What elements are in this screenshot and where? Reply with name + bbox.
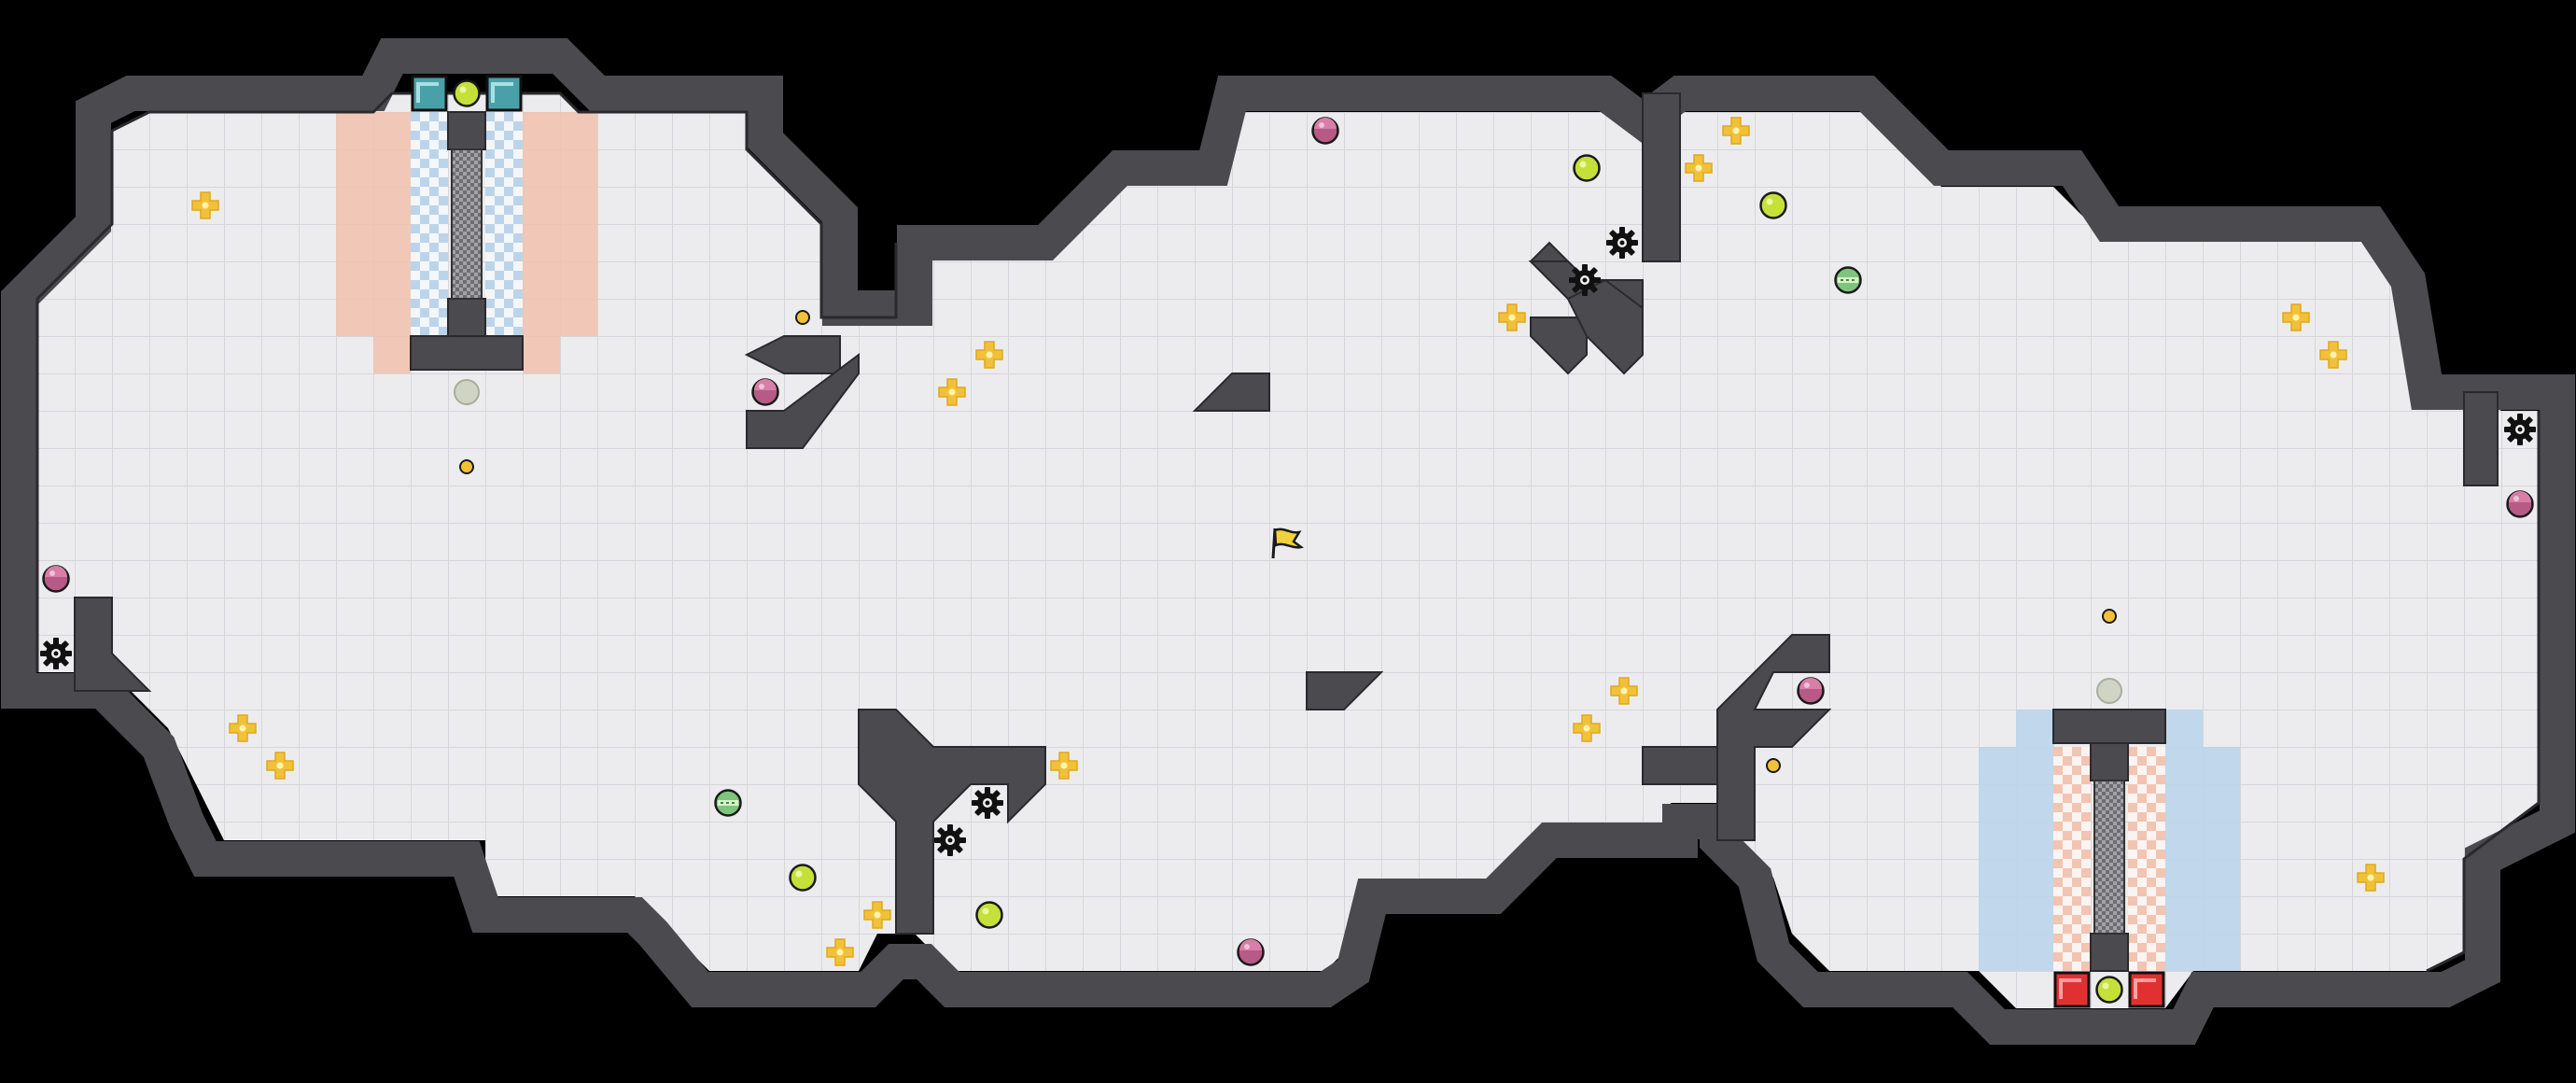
purple-ball-icon[interactable] xyxy=(1311,116,1339,145)
sawblade-icon[interactable] xyxy=(972,787,1003,819)
red-zone-top xyxy=(336,112,597,373)
cage-top xyxy=(451,148,483,300)
green-ball-icon[interactable] xyxy=(2095,976,2123,1004)
small-ball-icon[interactable] xyxy=(1766,758,1781,773)
spawn-top xyxy=(411,75,523,112)
spawn-bottom xyxy=(2053,971,2165,1008)
ghost-ball xyxy=(454,379,480,405)
small-ball-icon[interactable] xyxy=(459,459,474,474)
blue-zone-bottom xyxy=(1979,710,2240,971)
green-ball-icon[interactable] xyxy=(975,901,1003,929)
interior-walls xyxy=(74,92,2499,972)
wall-edge xyxy=(35,91,2541,973)
sawblade-icon[interactable] xyxy=(934,824,966,856)
purple-ball-icon[interactable] xyxy=(2506,489,2534,518)
green-ball-icon[interactable] xyxy=(1759,191,1787,219)
sawblade-icon[interactable] xyxy=(1569,264,1601,296)
arena-walls xyxy=(1,38,2575,1045)
small-ball-icon[interactable] xyxy=(2102,609,2117,624)
cage-bottom xyxy=(2093,780,2125,935)
green-ball-icon[interactable] xyxy=(1573,154,1601,182)
green-ball-icon[interactable] xyxy=(789,864,817,892)
striped-ball-icon[interactable] xyxy=(1834,266,1862,294)
striped-ball-icon[interactable] xyxy=(714,789,742,817)
arena-floor xyxy=(37,93,2539,1008)
purple-ball-icon[interactable] xyxy=(42,564,70,593)
green-ball-icon[interactable] xyxy=(453,79,481,107)
ghost-ball xyxy=(2096,678,2122,704)
sawblade-icon[interactable] xyxy=(2504,414,2536,445)
purple-ball-icon[interactable] xyxy=(1797,676,1825,705)
sawblade-icon[interactable] xyxy=(40,638,72,669)
purple-ball-icon[interactable] xyxy=(751,377,779,406)
goal-flag-icon[interactable] xyxy=(1271,527,1304,559)
small-ball-icon[interactable] xyxy=(795,310,810,325)
sawblade-icon[interactable] xyxy=(1606,227,1638,259)
purple-ball-icon[interactable] xyxy=(1237,937,1265,966)
